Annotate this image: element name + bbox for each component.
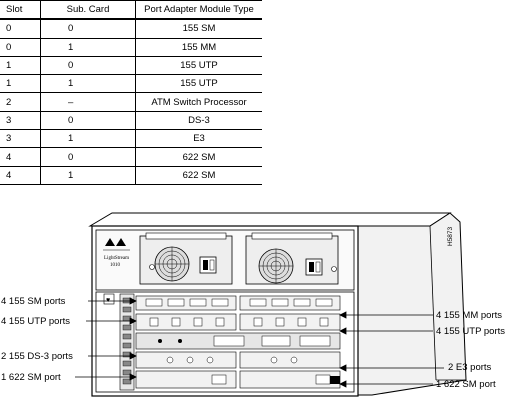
cell-slot: 1 [0, 56, 41, 76]
chassis-side [357, 212, 467, 396]
header-sub-card: Sub. Card [40, 0, 136, 21]
slot-4 [135, 370, 341, 389]
cell-slot: 2 [0, 92, 41, 112]
logo-sub: 1010 [110, 263, 121, 268]
cell-slot: 3 [0, 129, 41, 149]
power-supply-2 [245, 232, 339, 285]
logo: LightStream 1010 [103, 238, 130, 268]
callout-left-155-sm: 4 155 SM ports [1, 296, 66, 307]
callout-left-622-sm: 1 622 SM port [1, 372, 61, 383]
cell-sub-card: 1 [40, 129, 136, 149]
cell-sub-card: 0 [40, 111, 136, 131]
cell-module-type: 155 SM [135, 19, 262, 39]
slot-2-asp [135, 332, 341, 350]
slot-1 [135, 313, 341, 331]
cell-slot: 0 [0, 38, 41, 57]
cell-sub-card: 0 [40, 19, 136, 39]
cell-sub-card: 1 [40, 38, 136, 57]
callout-right-155-utp: 4 155 UTP ports [436, 326, 506, 337]
slot-3 [135, 351, 341, 369]
cell-sub-card: 0 [40, 147, 136, 167]
cell-slot: 0 [0, 19, 41, 39]
svg-text:♥: ♥ [106, 297, 110, 304]
cell-module-type: 622 SM [135, 147, 262, 167]
cell-sub-card: 1 [40, 166, 136, 185]
callout-right-155-mm: 4 155 MM ports [436, 310, 502, 321]
header-slot: Slot [0, 0, 41, 21]
header-module-type: Port Adapter Module Type [135, 0, 262, 21]
callout-right-622-sm: 1 622 SM port [436, 379, 496, 390]
cell-module-type: 155 UTP [135, 56, 262, 76]
figure-id: H5873 [447, 226, 454, 246]
cell-slot: 1 [0, 74, 41, 94]
callout-left-ds3: 2 155 DS-3 ports [1, 351, 73, 362]
callout-right-e3: 2 E3 ports [448, 362, 492, 373]
logo-text: LightStream [104, 256, 129, 261]
chassis-top [88, 212, 452, 227]
table-row: 2–ATM Switch Processor [0, 92, 262, 112]
cell-module-type: 155 UTP [135, 74, 262, 94]
cell-module-type: 155 MM [135, 38, 262, 57]
slot-assignment-table: Slot Sub. Card Port Adapter Module Type … [0, 0, 262, 185]
power-supply-1 [139, 232, 233, 285]
callout-left-155-utp: 4 155 UTP ports [1, 316, 71, 327]
cell-module-type: E3 [135, 129, 262, 149]
cell-module-type: 622 SM [135, 166, 262, 185]
cell-sub-card: – [40, 92, 136, 112]
cell-slot: 4 [0, 147, 41, 167]
cell-sub-card: 0 [40, 56, 136, 76]
cell-slot: 3 [0, 111, 41, 131]
cell-slot: 4 [0, 166, 41, 185]
table-header-row: Slot Sub. Card Port Adapter Module Type [0, 0, 262, 21]
cell-sub-card: 1 [40, 74, 136, 94]
cell-module-type: DS-3 [135, 111, 262, 131]
cell-module-type: ATM Switch Processor [135, 92, 262, 112]
slot-0 [135, 295, 341, 311]
